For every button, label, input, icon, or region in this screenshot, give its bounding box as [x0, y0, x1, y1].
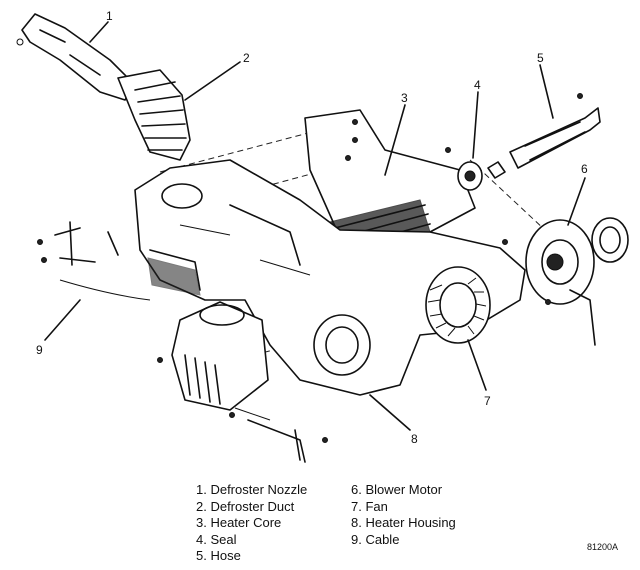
callout-9: 9	[36, 343, 43, 357]
legend-item-8: 8. Heater Housing	[351, 515, 456, 530]
fan	[425, 266, 491, 344]
leader-lines	[44, 21, 586, 431]
hose	[509, 107, 601, 169]
callout-labels: 1 2 3 4 5 6 7 8 9	[36, 9, 588, 446]
parts-legend: 1. Defroster Nozzle 6. Blower Motor 2. D…	[196, 482, 501, 565]
legend-item-4: 4. Seal	[196, 531, 237, 547]
callout-5: 5	[537, 51, 544, 65]
callout-2: 2	[243, 51, 250, 65]
defroster-nozzle	[16, 13, 136, 101]
callout-6: 6	[581, 162, 588, 176]
seal	[457, 161, 506, 191]
legend-item-6: 6. Blower Motor	[351, 482, 443, 497]
defroster-duct	[117, 69, 191, 161]
cable	[54, 221, 306, 463]
legend-item-1: 1. Defroster Nozzle	[196, 482, 308, 497]
callout-1: 1	[106, 9, 113, 23]
legend-item-3: 3. Heater Core	[196, 515, 282, 530]
fasteners	[37, 93, 583, 443]
legend-item-9: 9. Cable	[351, 531, 400, 547]
legend-item-empty	[351, 548, 501, 565]
exploded-heater-diagram: 1 2 3 4 5 6 7 8 9	[16, 9, 629, 463]
callout-4: 4	[474, 78, 481, 92]
outlet-box	[147, 257, 269, 411]
callout-3: 3	[401, 91, 408, 105]
callout-7: 7	[484, 394, 491, 408]
figure-reference: 81200A	[586, 542, 618, 552]
blower-motor	[525, 217, 629, 346]
legend-item-2: 2. Defroster Duct	[196, 498, 295, 514]
legend-item-7: 7. Fan	[351, 498, 388, 514]
legend-item-5: 5. Hose	[196, 548, 241, 563]
callout-8: 8	[411, 432, 418, 446]
